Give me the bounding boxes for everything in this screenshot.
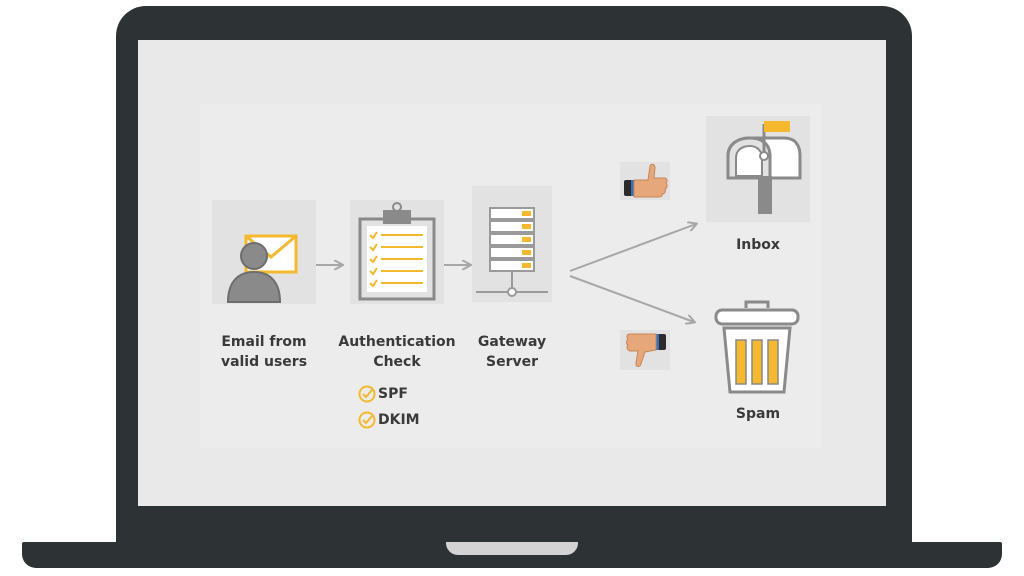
user-envelope-icon: [226, 234, 298, 303]
sender-label-line2: valid users: [220, 354, 308, 370]
auth-check-dkim: DKIM: [358, 411, 420, 429]
laptop-base-notch: [446, 542, 578, 555]
thumbs-up-icon: [624, 163, 668, 198]
auth-label: Authentication Check: [332, 332, 462, 372]
auth-label-line1: Authentication: [338, 334, 456, 350]
auth-label-line2: Check: [373, 354, 421, 370]
auth-check-spf: SPF: [358, 385, 408, 403]
gateway-label-line2: Server: [485, 354, 538, 370]
auth-check-dkim-label: DKIM: [378, 412, 420, 428]
auth-check-spf-label: SPF: [378, 386, 408, 402]
spam-label: Spam: [735, 406, 781, 422]
thumbs-down-icon: [626, 333, 666, 367]
arrow-gateway-to-spam: [569, 275, 694, 322]
sender-label-line1: Email from: [221, 334, 307, 350]
clipboard-checklist-icon: [358, 202, 436, 301]
server-rack-icon: [476, 207, 548, 297]
check-circle-icon: [358, 385, 376, 403]
inbox-label: Inbox: [736, 237, 780, 253]
check-circle-icon: [358, 411, 376, 429]
mailbox-icon: [726, 121, 802, 214]
trash-bin-icon: [714, 300, 800, 394]
arrow-gateway-to-inbox: [569, 224, 696, 272]
gateway-label-line1: Gateway: [477, 334, 547, 350]
sender-label: Email from valid users: [204, 332, 324, 372]
gateway-label: Gateway Server: [462, 332, 562, 372]
